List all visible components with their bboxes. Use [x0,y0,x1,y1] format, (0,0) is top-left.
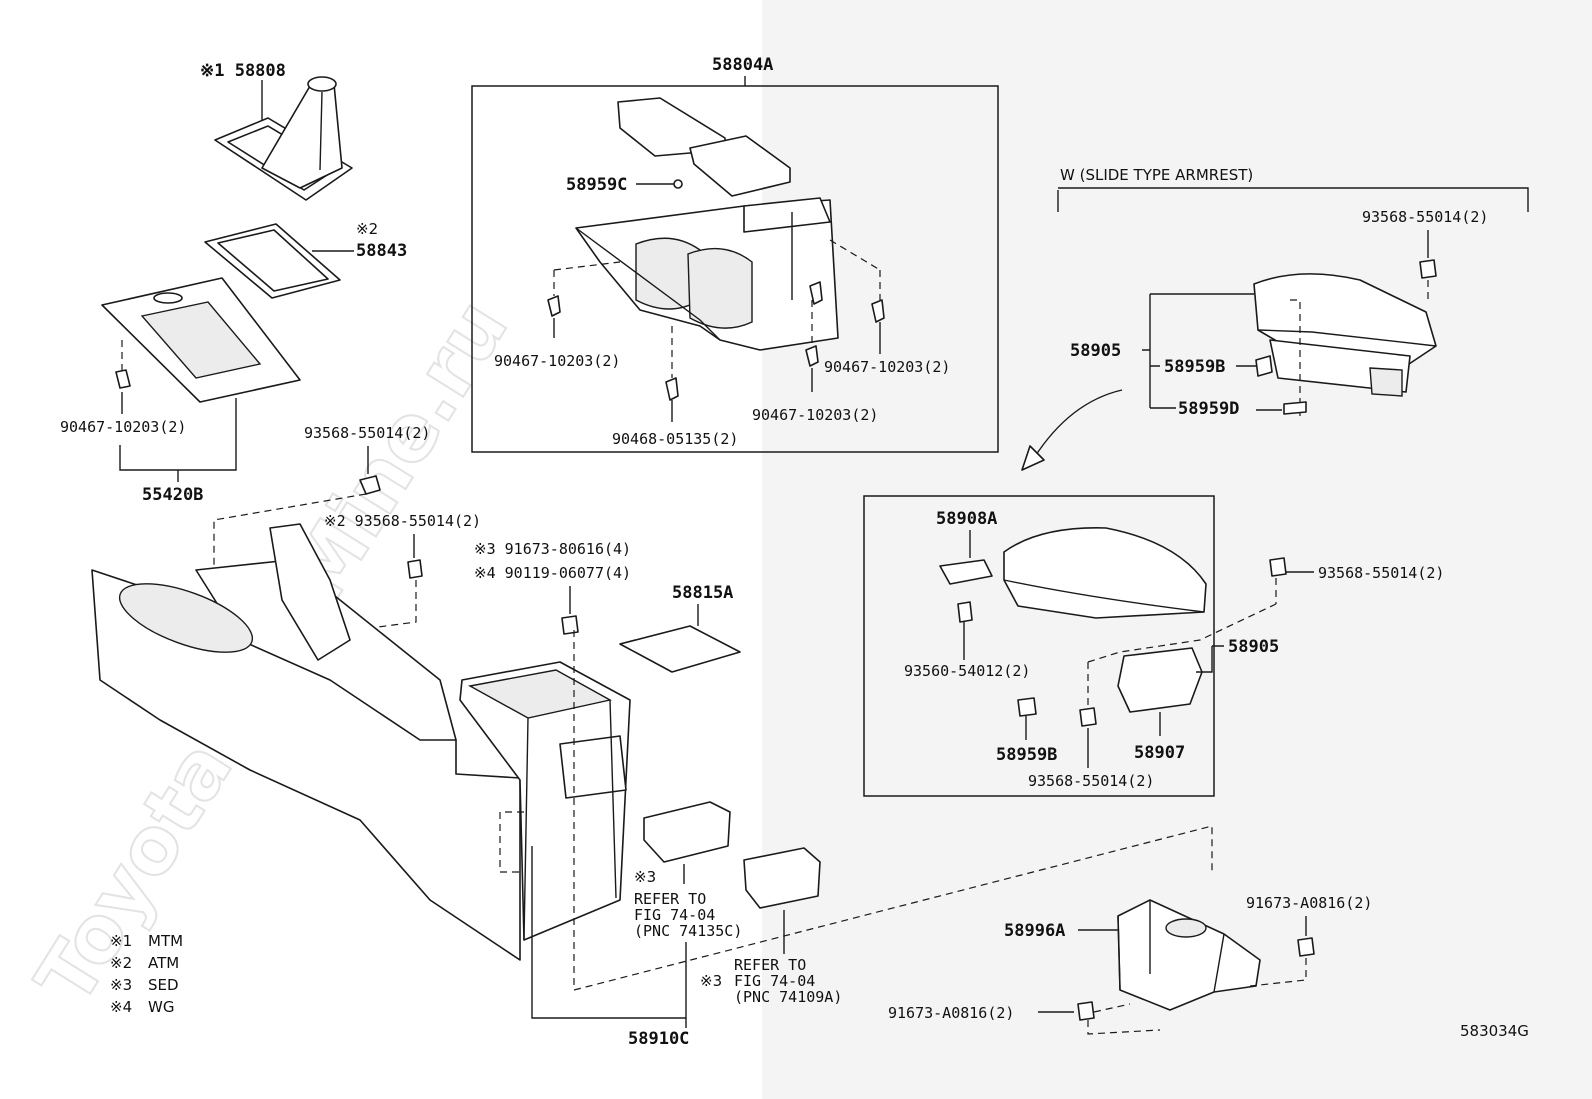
label-91673-sed: ※3 91673-80616(4) [474,540,631,558]
hinge-58908A[interactable] [939,559,993,585]
gasket-58843[interactable] [204,223,341,299]
ref2-line3: (PNC 74109A) [734,988,842,1006]
mark-ref2: ※3 [700,972,722,990]
shift-boot-58808[interactable] [214,76,353,201]
label-58959B-w: 58959B [1164,357,1225,377]
clip-58959C[interactable] [673,179,683,189]
pocket-74135C[interactable] [643,801,731,863]
clip-58959B-w[interactable] [1255,355,1273,377]
ref1-line1: REFER TO [634,890,706,908]
legend: ※1 MTM ※2 ATM ※3 SED ※4 WG [110,932,183,1016]
label-58908A: 58908A [936,509,997,529]
label-90119-wg: ※4 90119-06077(4) [474,564,631,582]
legend-text-2: ATM [148,954,179,972]
label-90467-c: 90467-10203(2) [752,406,878,424]
screw-93568-w[interactable] [1419,259,1437,279]
console-upper-58804A[interactable] [575,97,839,351]
slide-58907[interactable] [1117,647,1203,713]
label-58905-r: 58905 [1228,637,1279,657]
label-91673-a: 91673-A0816(2) [1246,894,1372,912]
label-58996A: 58996A [1004,921,1065,941]
screw-93568-atm[interactable] [407,559,423,579]
label-w-title: W (SLIDE TYPE ARMREST) [1060,166,1253,184]
bezel-55420B[interactable] [101,277,301,403]
armrest-58905-w[interactable] [1253,273,1437,416]
ref1-line2: FIG 74-04 [634,906,715,924]
label-90467-left: 90467-10203(2) [60,418,186,436]
armrest-lid-58905[interactable] [1003,527,1207,619]
legend-mark-1: ※1 [110,932,132,950]
label-58905-w: 58905 [1070,341,1121,361]
legend-text-4: WG [148,998,174,1016]
label-58959C: 58959C [566,175,627,195]
screw-93568-top[interactable] [359,475,381,495]
clip-58959B-r[interactable] [1017,697,1037,717]
label-58959B-r: 58959B [996,745,1057,765]
legend-text-1: MTM [148,932,183,950]
arrow-to-detail [1033,389,1123,459]
label-58910C: 58910C [628,1029,689,1049]
label-90467-a: 90467-10203(2) [494,352,620,370]
label-58815A: 58815A [672,583,733,603]
screw-93568-r[interactable] [1269,557,1287,577]
ref2-line1: REFER TO [734,956,806,974]
screw-93560[interactable] [957,601,973,623]
legend-text-3: SED [148,976,179,994]
label-58804A: 58804A [712,55,773,75]
legend-mark-3: ※3 [110,976,132,994]
label-58959D: 58959D [1178,399,1239,419]
clips-90467[interactable] [547,281,885,401]
mat-58815A[interactable] [619,625,741,673]
mark-ref1: ※3 [634,868,656,886]
label-90468: 90468-05135(2) [612,430,738,448]
label-93568-atm: ※2 93568-55014(2) [324,512,481,530]
bolt-91673-b[interactable] [1077,1001,1095,1021]
label-93568-top: 93568-55014(2) [304,424,430,442]
label-91673-b: 91673-A0816(2) [888,1004,1014,1022]
label-55420B: 55420B [142,485,203,505]
label-93568-r: 93568-55014(2) [1318,564,1444,582]
label-58907: 58907 [1134,743,1185,763]
label-58843: 58843 [356,241,407,261]
arrow-head [1021,445,1045,471]
mark-58843: ※2 [356,220,378,238]
console-body-58910C[interactable] [91,523,631,961]
bolt-91673-a[interactable] [1297,937,1315,957]
pad-58959D[interactable] [1283,401,1307,415]
legend-mark-4: ※4 [110,998,132,1016]
pocket-74109A[interactable] [743,847,821,909]
label-93568-w: 93568-55014(2) [1362,208,1488,226]
label-93568-bot: 93568-55014(2) [1028,772,1154,790]
screw-93568-bot[interactable] [1079,707,1097,727]
box-58804A [471,85,999,453]
ref1-line3: (PNC 74135C) [634,922,742,940]
ref2-line2: FIG 74-04 [734,972,815,990]
figure-code: 583034G [1460,1022,1529,1040]
label-90467-b: 90467-10203(2) [824,358,950,376]
label-93560: 93560-54012(2) [904,662,1030,680]
legend-mark-2: ※2 [110,954,132,972]
bolt-91673-90119[interactable] [561,615,579,635]
label-58808: ※1 58808 [200,61,286,81]
bracket-58996A[interactable] [1117,899,1261,1011]
